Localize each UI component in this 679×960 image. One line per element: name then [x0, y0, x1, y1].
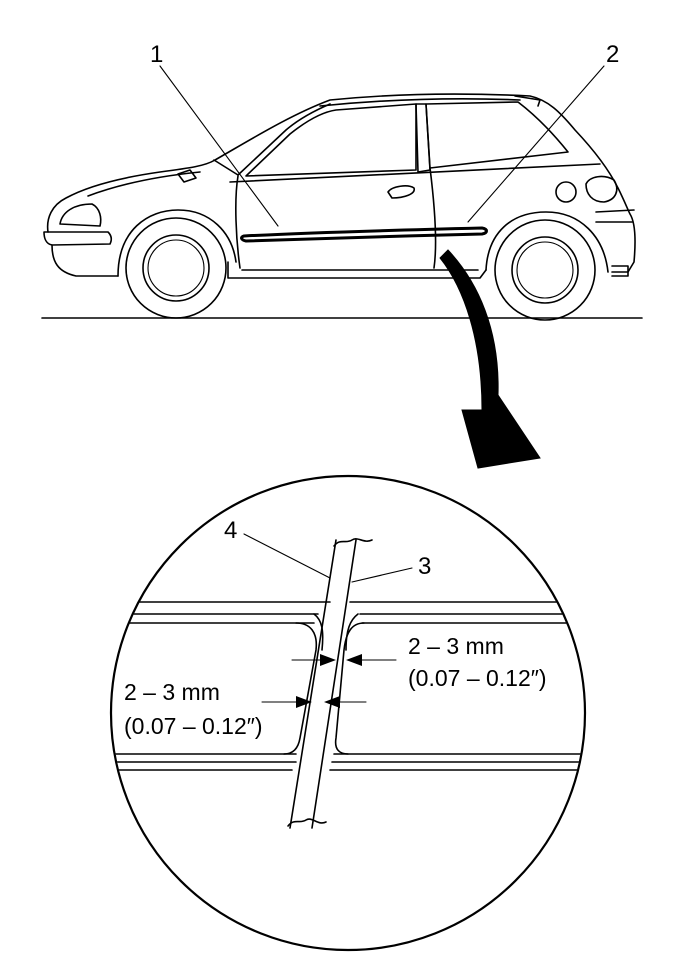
- dim-left-metric: 2 – 3 mm: [124, 679, 220, 705]
- rear-rim: [511, 236, 579, 304]
- dim-right-arrowhead-right: [346, 654, 362, 666]
- front-bumper-lower: [51, 244, 119, 277]
- a-pillar: [213, 103, 331, 176]
- door-gap-right-line: [311, 539, 357, 829]
- door-handle: [387, 185, 415, 199]
- front-rim: [142, 234, 210, 302]
- callout-2-leader: [467, 65, 605, 223]
- rear-bumper-lower: [611, 265, 629, 277]
- car-side-view: 1 2: [41, 41, 643, 321]
- right-molding-end: [334, 622, 365, 755]
- detail-circle: [109, 474, 587, 952]
- front-tire: [125, 217, 227, 319]
- beltline: [229, 163, 601, 183]
- callout-2-label: 2: [606, 41, 619, 68]
- dim-left-imperial: (0.07 – 0.12″): [124, 713, 263, 739]
- right-molding-end-inner: [345, 613, 359, 651]
- tail-lamp: [585, 175, 618, 203]
- rear-wheel-arch: [485, 211, 609, 273]
- door-rear-edge: [429, 167, 437, 269]
- hood-line: [87, 171, 201, 197]
- rocker-panel: [227, 261, 487, 279]
- roof-line: [319, 98, 521, 107]
- break-mark-top: [333, 538, 373, 547]
- rear-bumper: [595, 209, 635, 223]
- rear-rim-inner: [516, 241, 574, 299]
- front-side-window: [245, 103, 417, 177]
- b-pillar: [415, 103, 431, 173]
- fuel-door: [555, 181, 577, 203]
- front-wheel-arch: [117, 209, 237, 277]
- callout-4-label: 4: [224, 517, 237, 544]
- side-mirror: [177, 169, 197, 183]
- front-bumper-strip: [43, 231, 113, 246]
- callout-3-label: 3: [418, 553, 431, 580]
- rear-tire: [494, 219, 596, 321]
- left-molding-end: [283, 622, 318, 755]
- door-front-edge: [235, 175, 241, 269]
- door-gap-left-line: [289, 539, 337, 829]
- dim-left-arrowhead-right: [324, 696, 340, 708]
- dim-left-arrowhead-left: [296, 696, 312, 708]
- callout-1-leader: [159, 65, 279, 227]
- callout-3-leader: [351, 567, 413, 583]
- front-rim-inner: [147, 239, 205, 297]
- side-molding-strip: [240, 226, 488, 243]
- headlight: [59, 203, 102, 227]
- rear-quarter-window: [425, 101, 569, 169]
- roof-spoiler: [514, 95, 541, 107]
- callout-4-leader: [243, 533, 331, 579]
- dim-right-metric: 2 – 3 mm: [408, 633, 504, 659]
- dim-right-imperial: (0.07 – 0.12″): [408, 665, 547, 691]
- car-body-outline: [46, 93, 636, 273]
- detail-view: 4 3 2 – 3 mm (0.07 – 0.12″) 2 – 3 mm (0.…: [109, 474, 587, 952]
- dim-right-arrowhead-left: [320, 654, 336, 666]
- callout-1-label: 1: [150, 41, 163, 68]
- detail-arrow: [439, 249, 541, 469]
- break-mark-bottom: [287, 818, 327, 827]
